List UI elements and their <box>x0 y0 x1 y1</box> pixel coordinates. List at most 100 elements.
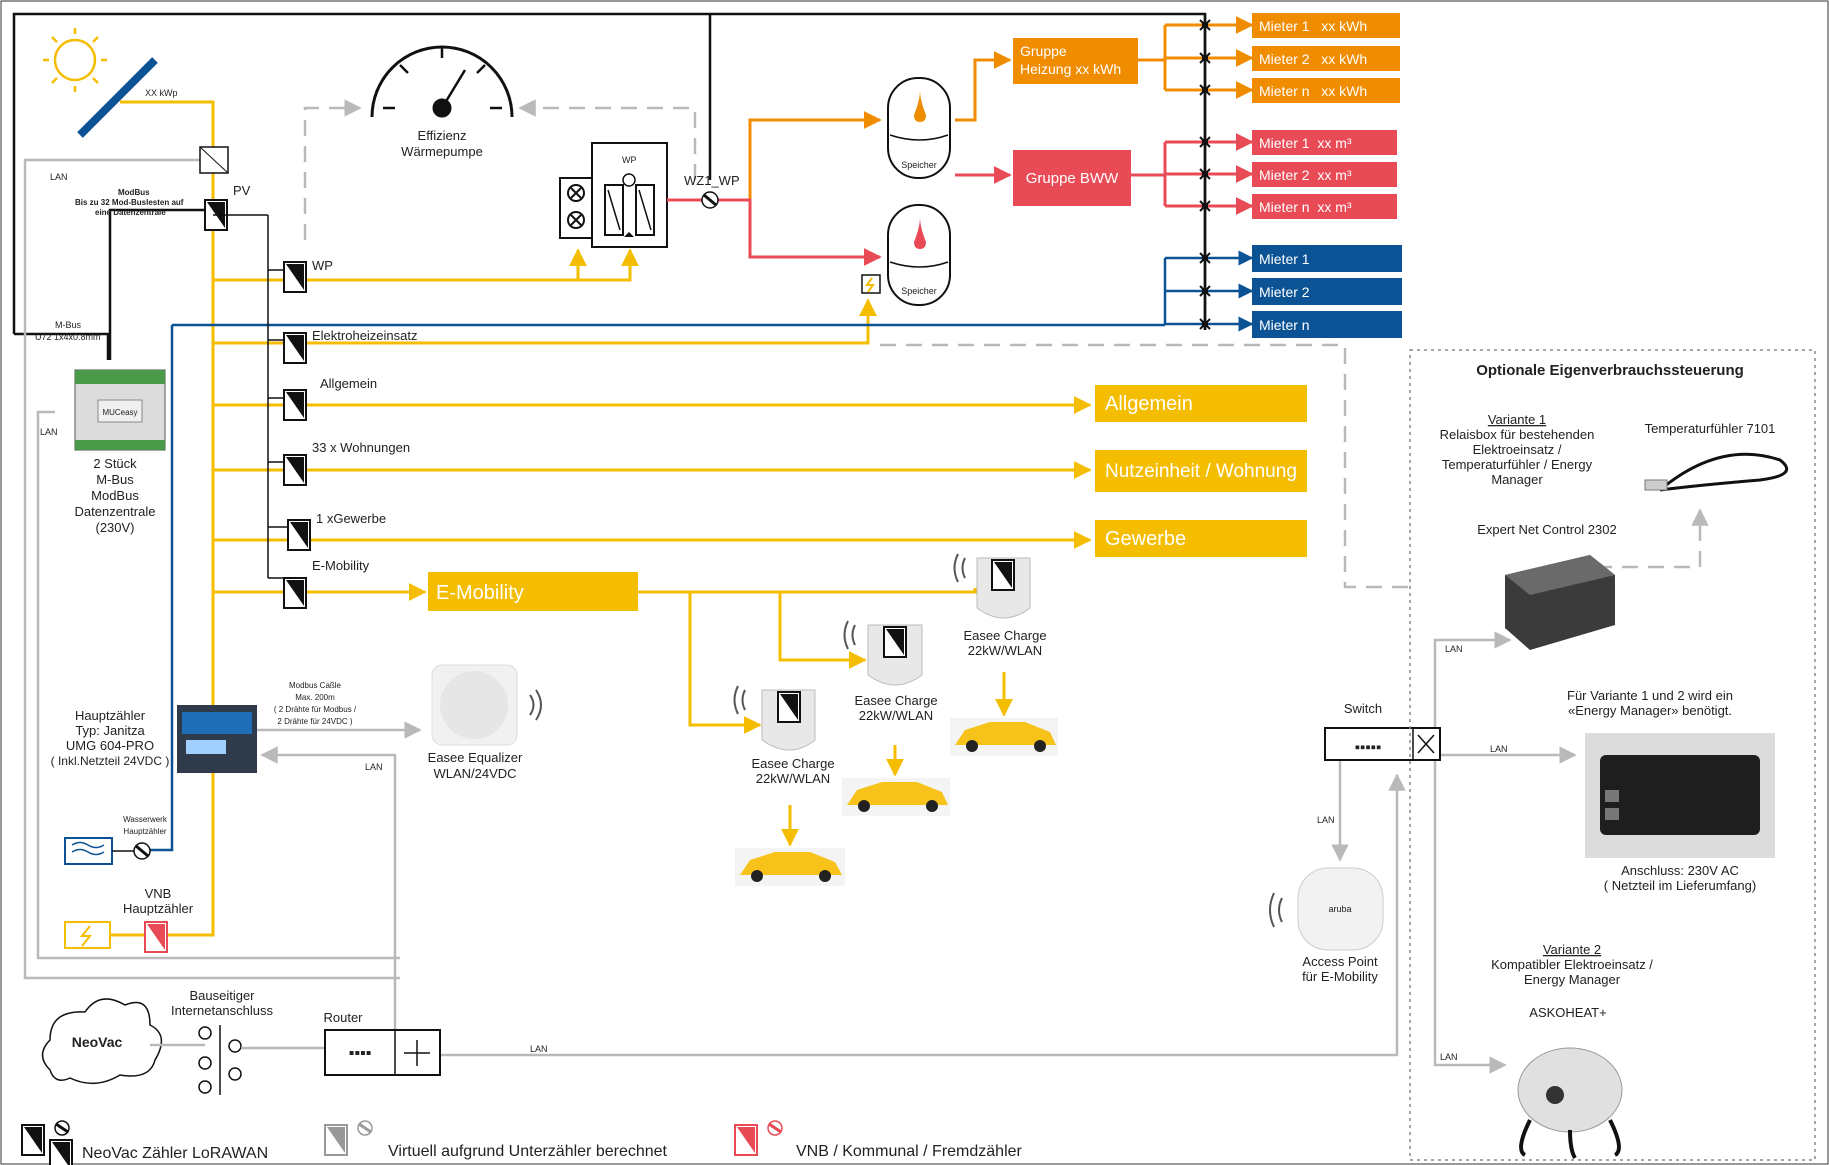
router-label: Router <box>323 1010 363 1025</box>
wp-unit-label: WP <box>622 155 637 165</box>
charger-1-icon <box>733 685 816 751</box>
sun-icon <box>43 28 107 92</box>
consumer-gewerbe: Gewerbe <box>1105 528 1186 550</box>
charger-3-line1: Easee Charge <box>963 628 1046 643</box>
meter-label-emobility: E-Mobility <box>312 558 370 573</box>
temp-sensor-label: Temperaturfühler 7101 <box>1645 421 1776 436</box>
ap-label-2: für E-Mobility <box>1302 969 1378 984</box>
optional-title: Optionale Eigenverbrauchssteuerung <box>1476 362 1744 379</box>
dashed-lines <box>303 99 1709 589</box>
temp-sensor-icon <box>1644 452 1789 492</box>
variant1-desc-3: Temperaturfühler / Energy <box>1442 457 1593 472</box>
group-bww-box: Gruppe BWW <box>1013 150 1131 206</box>
water-meter-valve-icon <box>132 841 152 861</box>
tenant-elec-n: Mieter n <box>1259 317 1310 333</box>
group-heizung-line2: Heizung xx kWh <box>1020 61 1121 77</box>
gauge-label-1: Effizienz <box>418 128 467 143</box>
switch-icon: ▪▪▪▪▪ <box>1324 727 1441 761</box>
group-heizung-box: Gruppe Heizung xx kWh <box>1013 38 1138 84</box>
charger-2-line1: Easee Charge <box>854 693 937 708</box>
tenant-elec-2: Mieter 2 <box>1259 284 1310 300</box>
tenant-heat-1: Mieter 1 xx kWh <box>1259 18 1367 34</box>
cable-desc-2: Max. 200m <box>295 693 335 702</box>
tenant-elec-1: Mieter 1 <box>1259 251 1310 267</box>
cloud-icon <box>41 998 163 1084</box>
cable-desc-1: Modbus Caßle <box>289 681 342 690</box>
consumer-emobility: E-Mobility <box>436 582 524 604</box>
tenant-water-boxes: Mieter 1 xx m³ Mieter 2 xx m³ Mieter n x… <box>1252 130 1397 219</box>
variant1-desc-4: Manager <box>1491 472 1543 487</box>
lan-label-top: LAN <box>50 172 68 182</box>
meter-label-wp: WP <box>312 258 333 273</box>
datacenter-device-icon: MUCeasy <box>74 369 166 451</box>
energy-note-2: «Energy Manager» benötigt. <box>1568 703 1732 718</box>
access-point-icon <box>1269 867 1384 951</box>
lan-lines <box>23 158 1577 1074</box>
water-icon <box>64 837 113 865</box>
water-label-1: Wasserwerk <box>123 815 168 824</box>
main-meter-lan: LAN <box>365 762 383 772</box>
main-meter-desc-1: Hauptzähler <box>75 708 146 723</box>
datacenter-desc-4: Datenzentrale <box>75 504 156 519</box>
energy-lan-label: LAN <box>1490 744 1508 754</box>
equalizer-icon <box>431 664 542 746</box>
enc-label: Expert Net Control 2302 <box>1477 522 1616 537</box>
vnb-meter-icon <box>144 921 168 953</box>
datacenter-desc-3: ModBus <box>91 488 139 503</box>
wz-label: WZ1_WP <box>684 173 740 188</box>
ap-label-1: Access Point <box>1302 954 1378 969</box>
charger-1-line1: Easee Charge <box>751 756 834 771</box>
cable-desc-3: ( 2 Drähte für Modbus / <box>274 705 357 714</box>
consumer-wohnung: Nutzeinheit / Wohnung <box>1105 461 1297 482</box>
tenant-heat-2: Mieter 2 xx kWh <box>1259 51 1367 67</box>
heating-element-icon <box>861 274 881 294</box>
main-meter-desc-3: UMG 604-PRO <box>66 738 154 753</box>
tenant-elec-boxes: Mieter 1 Mieter 2 Mieter n <box>1252 245 1402 338</box>
datacenter-desc-5: (230V) <box>95 520 134 535</box>
charger-3-line2: 22kW/WLAN <box>968 643 1042 658</box>
switch-label: Switch <box>1344 701 1382 716</box>
charger-3-icon <box>953 553 1031 619</box>
car-2-icon <box>842 778 950 816</box>
group-bww-label: Gruppe BWW <box>1026 170 1119 187</box>
optional-panel <box>1409 349 1816 1161</box>
hot-water-lines <box>715 133 1254 266</box>
switch-lan-label-1: LAN <box>1317 815 1335 825</box>
sub-meters <box>213 214 311 609</box>
modbus-desc-2: eine Datenzentrale <box>95 208 166 217</box>
internet-label-2: Internetanschluss <box>171 1003 273 1018</box>
car-1-icon <box>735 848 845 886</box>
heat-pump-icon <box>559 142 668 248</box>
mbus-label-1: M-Bus <box>55 320 82 330</box>
grid-icon <box>64 921 111 949</box>
gauge-label-2: Wärmepumpe <box>401 144 483 159</box>
main-meter-icon <box>177 705 257 773</box>
meter-label-gewerbe: 1 xGewerbe <box>316 511 386 526</box>
wz-valve-icon <box>700 190 720 210</box>
datacenter-lan: LAN <box>40 427 58 437</box>
energy-power-2: ( Netzteil im Lieferumfang) <box>1604 878 1756 893</box>
router-icon: ▪▪▪▪ <box>324 1029 441 1076</box>
equalizer-label-2: WLAN/24VDC <box>433 766 516 781</box>
consumer-boxes: Allgemein Nutzeinheit / Wohnung Gewerbe … <box>428 385 1307 611</box>
legend-virtual: Virtuell aufgrund Unterzähler berechnet <box>324 1120 668 1160</box>
tenant-water-n: Mieter n xx m³ <box>1259 199 1352 215</box>
variant1-desc-1: Relaisbox für bestehenden <box>1440 427 1595 442</box>
solar-panel-icon <box>77 57 158 138</box>
variant1-desc-2: Elektroeinsatz / <box>1473 442 1562 457</box>
tenant-bus <box>1199 14 1211 330</box>
electric-lines <box>120 100 1092 937</box>
charger-2-line2: 22kW/WLAN <box>859 708 933 723</box>
svg-text:▪▪▪▪: ▪▪▪▪ <box>349 1045 372 1062</box>
datacenter-desc-2: M-Bus <box>96 472 134 487</box>
router-lan-label: LAN <box>530 1044 548 1054</box>
variant1-title: Variante 1 <box>1488 412 1546 427</box>
storage-tank-water-icon <box>887 204 951 306</box>
mbus-label-2: U72 1x4x0.8mm <box>35 332 101 342</box>
efficiency-gauge-icon <box>370 45 514 118</box>
askoheat-lan-label: LAN <box>1440 1052 1458 1062</box>
storage-label-2: Speicher <box>901 286 937 296</box>
internet-connection-icon <box>198 1025 242 1095</box>
